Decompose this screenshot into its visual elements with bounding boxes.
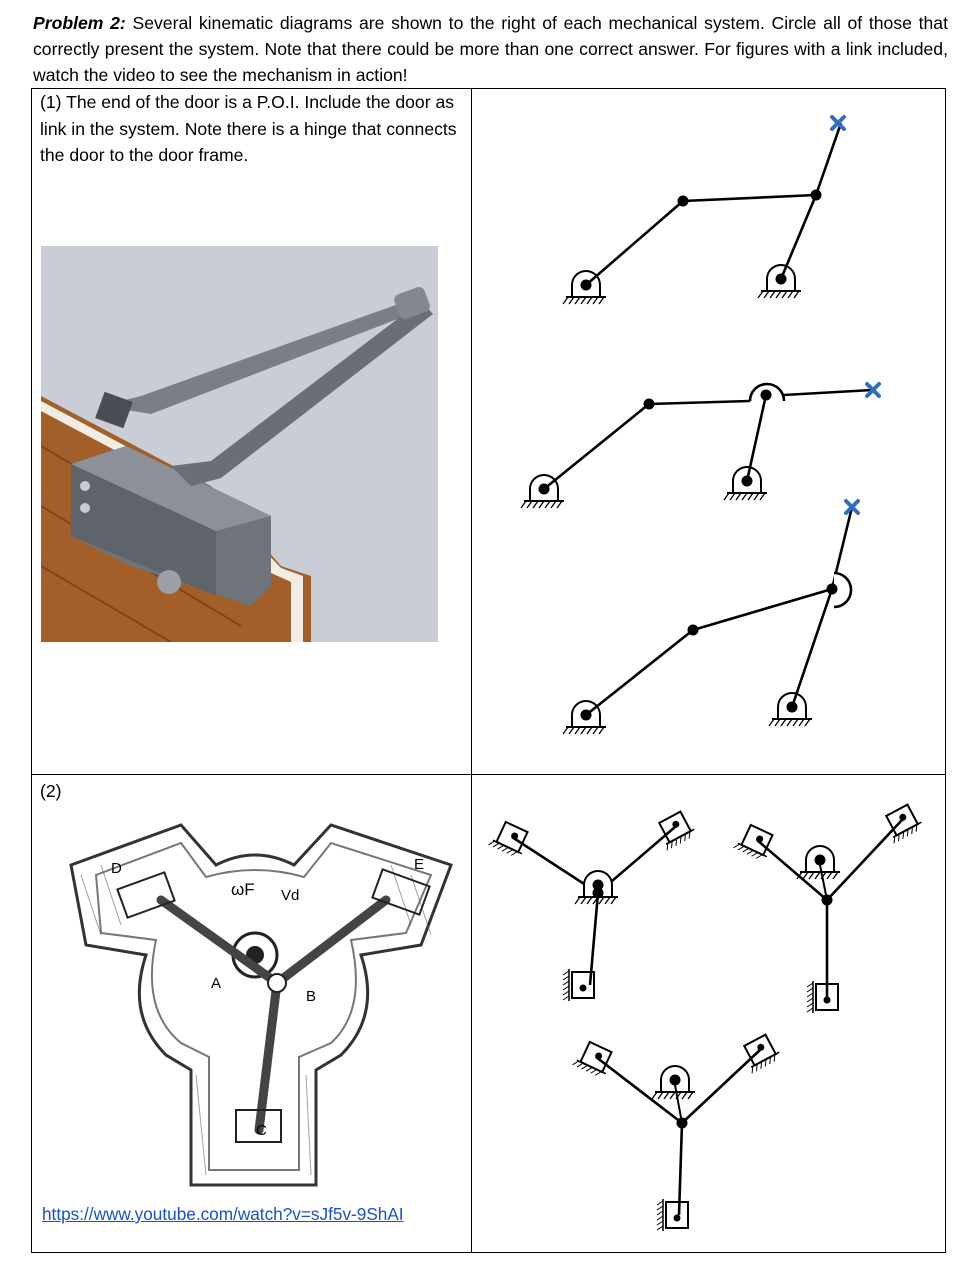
row1-right-cell bbox=[471, 88, 946, 775]
pin-joint bbox=[687, 624, 699, 636]
ground-pivot-icon bbox=[562, 270, 606, 305]
row1-kinematic-diagrams bbox=[520, 115, 881, 735]
ground-pivot-icon bbox=[768, 692, 812, 727]
link-bar bbox=[790, 588, 834, 708]
poi-x-icon bbox=[865, 382, 881, 398]
link-bar bbox=[783, 388, 873, 397]
door-closer-photo bbox=[41, 246, 438, 642]
slider-block-icon bbox=[657, 810, 695, 851]
problem-text: Several kinematic diagrams are shown to … bbox=[33, 13, 948, 85]
pin-joint bbox=[592, 887, 604, 899]
link-bar bbox=[745, 394, 768, 482]
link-bar bbox=[595, 1055, 683, 1125]
poi-x-icon bbox=[830, 115, 846, 131]
link-bar bbox=[588, 892, 600, 986]
link-bar bbox=[648, 399, 751, 406]
sketch-label-omega: ωF bbox=[231, 880, 255, 899]
sketch-label-b: B bbox=[306, 988, 316, 1005]
slider-block-icon bbox=[572, 1040, 613, 1076]
link-bar bbox=[585, 628, 694, 717]
row2-left-cell: (2) bbox=[31, 774, 472, 1253]
ground-pivot-icon bbox=[651, 1065, 695, 1100]
ground-pivot-icon bbox=[757, 264, 801, 299]
link-bar bbox=[682, 193, 817, 203]
ground-pivot-icon bbox=[562, 700, 606, 735]
pin-joint bbox=[826, 583, 838, 595]
link-bar bbox=[692, 587, 833, 632]
ground-pivot-icon bbox=[723, 466, 767, 501]
slider-block-icon bbox=[733, 823, 774, 859]
hinge-arc bbox=[833, 571, 853, 609]
problem-statement: Problem 2: Several kinematic diagrams ar… bbox=[33, 10, 948, 88]
link-bar bbox=[756, 839, 828, 901]
ground-pivot-icon bbox=[520, 474, 564, 509]
video-link[interactable]: https://www.youtube.com/watch?v=sJf5v-9S… bbox=[42, 1204, 404, 1224]
sketch-label-c: C bbox=[256, 1122, 267, 1139]
row2-kinematic-diagrams bbox=[488, 803, 922, 1231]
pin-joint bbox=[643, 398, 655, 410]
problem-label: Problem 2: bbox=[33, 13, 126, 33]
slider-block-icon bbox=[488, 820, 529, 856]
slider-block-icon bbox=[742, 1033, 780, 1074]
link-bar bbox=[677, 1122, 684, 1216]
ground-pivot-icon bbox=[796, 845, 840, 880]
pin-joint bbox=[760, 389, 772, 401]
link-bar bbox=[585, 200, 684, 286]
row2-label: (2) bbox=[40, 781, 62, 801]
radial-mechanism-sketch: D E A B C ωF Vd bbox=[69, 823, 453, 1187]
sketch-label-e: E bbox=[414, 856, 424, 873]
sketch-label-vd: Vd bbox=[281, 887, 299, 904]
vertical-slider-icon bbox=[656, 1199, 689, 1231]
ground-pivot-icon bbox=[574, 870, 618, 905]
poi-x-icon bbox=[844, 499, 860, 515]
sketch-label-a: A bbox=[211, 975, 221, 992]
row1-left-cell: (1) The end of the door is a P.O.I. Incl… bbox=[31, 88, 472, 775]
problem-table: (1) The end of the door is a P.O.I. Incl… bbox=[31, 88, 946, 1253]
row2-right-cell bbox=[471, 774, 946, 1253]
link-bar bbox=[814, 122, 843, 196]
row1-instructions: (1) The end of the door is a P.O.I. Incl… bbox=[40, 92, 457, 165]
vertical-slider-icon bbox=[562, 969, 595, 1001]
link-bar bbox=[826, 819, 903, 901]
vertical-slider-icon bbox=[806, 981, 839, 1013]
sketch-label-d: D bbox=[111, 860, 122, 877]
link-bar bbox=[779, 194, 818, 280]
link-bar bbox=[543, 402, 650, 491]
pin-joint bbox=[677, 195, 689, 207]
pin-joint bbox=[810, 189, 822, 201]
link-bar bbox=[681, 1049, 761, 1124]
